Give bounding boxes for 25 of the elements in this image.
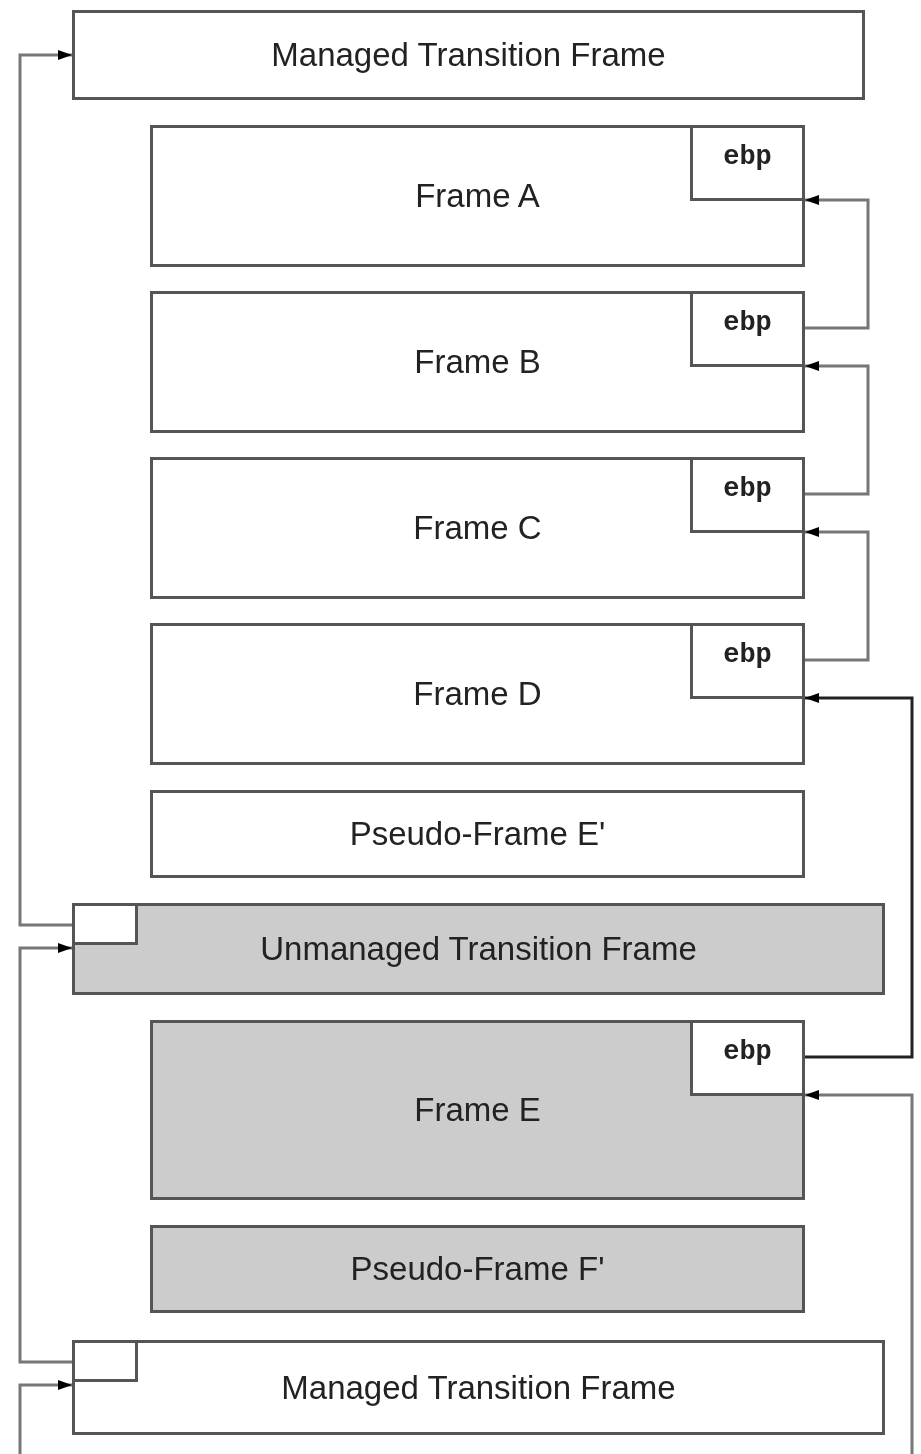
arrow [18, 50, 72, 927]
ebp-box: ebp [690, 457, 805, 533]
arrow [805, 693, 914, 1059]
frame-box: Frame D ebp [150, 623, 805, 765]
empty-box [72, 903, 138, 945]
ebp-box: ebp [690, 291, 805, 367]
arrow [18, 943, 72, 1364]
arrow [805, 1090, 914, 1454]
ebp-box: ebp [690, 125, 805, 201]
frame-box: Frame C ebp [150, 457, 805, 599]
frame-box: Managed Transition Frame [72, 10, 865, 100]
frame-box: Unmanaged Transition Frame [72, 903, 885, 995]
frame-box: Pseudo-Frame E' [150, 790, 805, 878]
frame-box: Managed Transition Frame [72, 1340, 885, 1435]
empty-box [72, 1340, 138, 1382]
frame-box: Pseudo-Frame F' [150, 1225, 805, 1313]
ebp-box: ebp [690, 1020, 805, 1096]
arrow [805, 195, 870, 330]
frame-box: Frame A ebp [150, 125, 805, 267]
arrow [18, 1380, 72, 1454]
arrow [805, 361, 870, 496]
frame-box: Frame E ebp [150, 1020, 805, 1200]
ebp-box: ebp [690, 623, 805, 699]
frame-box: Frame B ebp [150, 291, 805, 433]
arrow [805, 527, 870, 662]
